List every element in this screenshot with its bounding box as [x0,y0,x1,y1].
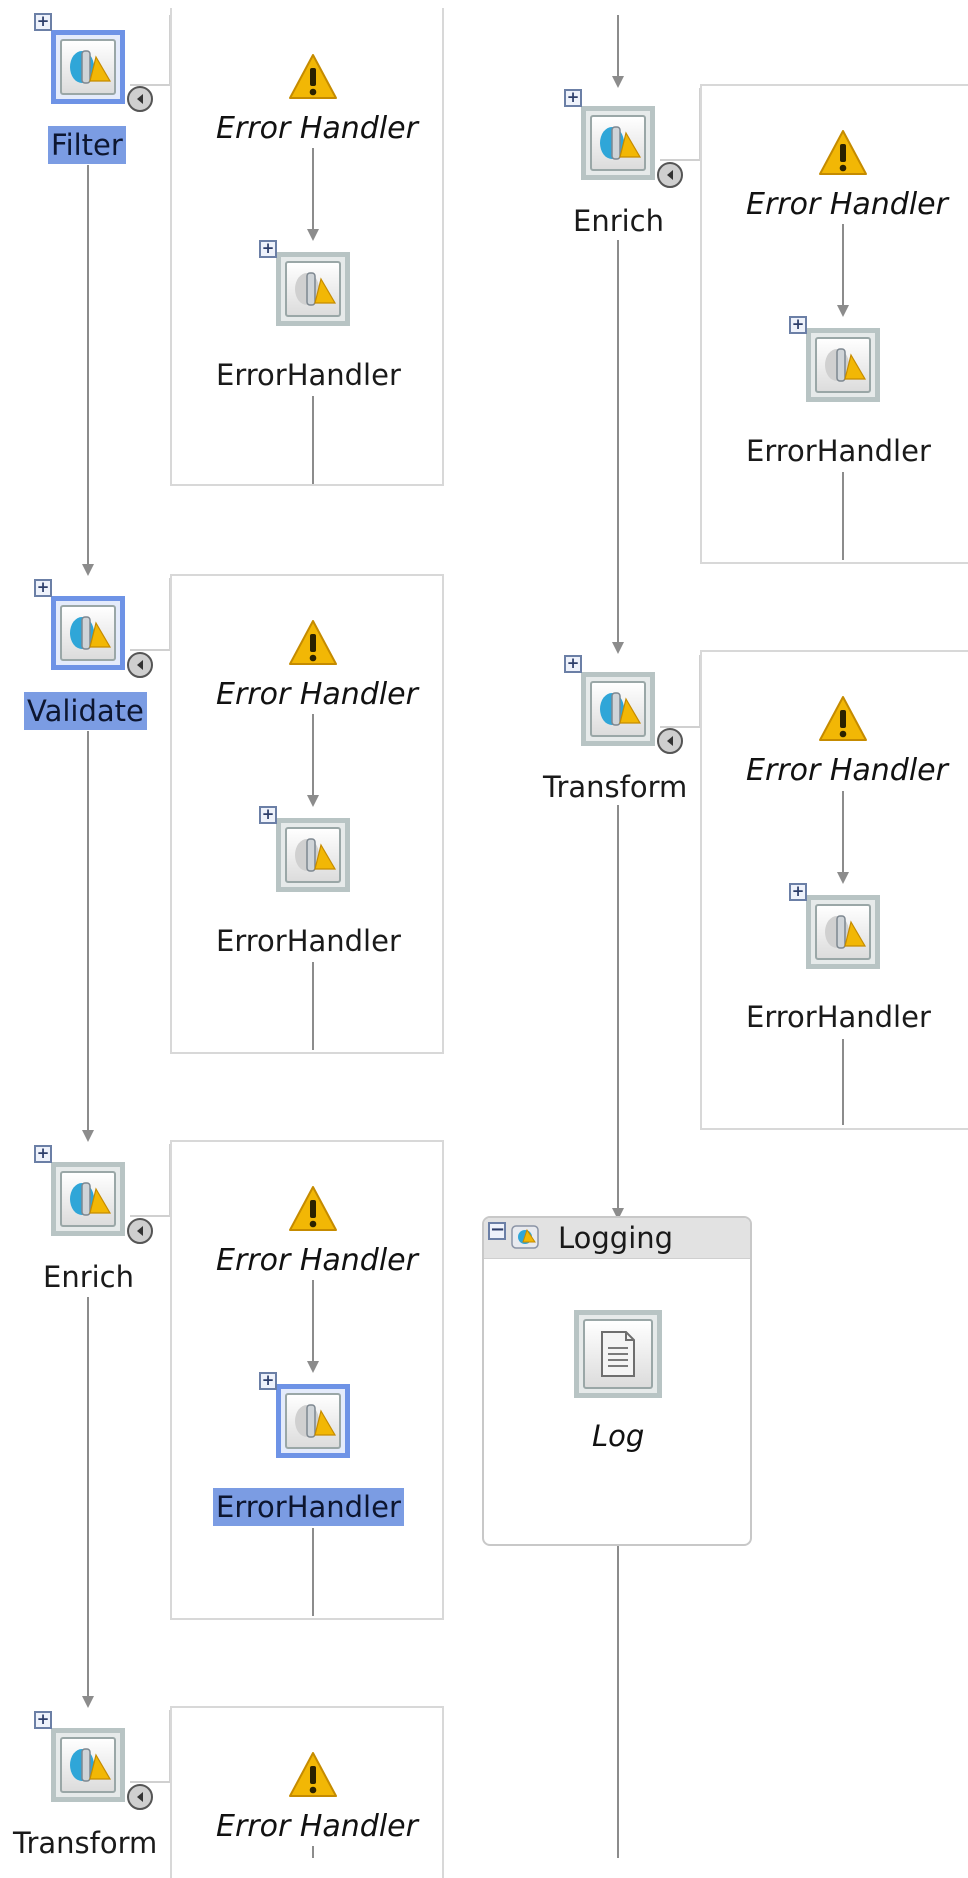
filter-activity[interactable] [51,30,125,104]
enrich-activity[interactable] [581,106,655,180]
enrich-label[interactable]: Enrich [43,1260,135,1294]
collapse-icon[interactable]: − [488,1219,506,1240]
enrich-label[interactable]: Enrich [573,204,665,238]
activity-icon [600,126,642,160]
warning-icon [289,620,337,665]
expand-icon[interactable]: + [34,1711,52,1729]
eh-link [130,578,171,651]
error-handler-container [700,84,968,564]
collapse-arrow-icon[interactable] [657,728,683,754]
expand-icon[interactable]: + [259,806,277,824]
expand-icon[interactable]: + [789,316,807,334]
error-handler-label[interactable]: ErrorHandler [216,924,401,958]
error-handler-activity[interactable] [276,252,350,326]
error-handler-header: Error Handler [216,677,418,712]
expand-icon[interactable]: + [789,883,807,901]
transform-label[interactable]: Transform [13,1826,158,1860]
activity-icon [295,1404,337,1438]
expand-icon[interactable]: + [564,655,582,673]
enrich-activity[interactable] [51,1162,125,1236]
sequence-icon [511,1225,539,1249]
warning-icon [819,696,867,741]
expand-icon[interactable]: + [34,1145,52,1163]
collapse-arrow-icon[interactable] [127,86,153,112]
error-handler-label[interactable]: ErrorHandler [216,358,401,392]
eh-link [130,1144,171,1217]
error-handler-activity[interactable] [276,1384,350,1458]
eh-link [660,88,701,161]
activity-icon [825,348,867,382]
collapse-arrow-icon[interactable] [127,652,153,678]
activity-icon [70,50,112,84]
error-handler-activity[interactable] [806,895,880,969]
error-handler-label[interactable]: ErrorHandler [746,1000,931,1034]
validate-label[interactable]: Validate [24,692,147,730]
expand-icon[interactable]: + [259,240,277,258]
error-handler-label[interactable]: ErrorHandler [746,434,931,468]
logging-title: Logging [558,1221,674,1255]
activity-icon [825,915,867,949]
error-handler-container [170,574,444,1054]
error-handler-container [700,650,968,1130]
error-handler-header: Error Handler [216,111,418,146]
transform-label[interactable]: Transform [543,770,688,804]
activity-icon [295,838,337,872]
log-label[interactable]: Log [592,1419,645,1453]
error-handler-header: Error Handler [746,187,948,222]
error-handler-header: Error Handler [746,753,948,788]
log-activity[interactable] [574,1310,662,1398]
warning-icon [289,1186,337,1231]
error-handler-header: Error Handler [216,1809,418,1844]
activity-icon [600,692,642,726]
activity-icon [70,616,112,650]
error-handler-container [170,1140,444,1620]
eh-link [660,655,701,728]
document-icon [601,1331,635,1377]
error-handler-activity[interactable] [276,818,350,892]
transform-activity[interactable] [581,672,655,746]
transform-activity[interactable] [51,1728,125,1802]
expand-icon[interactable]: + [259,1372,277,1390]
collapse-arrow-icon[interactable] [127,1784,153,1810]
collapse-arrow-icon[interactable] [657,162,683,188]
error-handler-container [170,8,444,486]
expand-icon[interactable]: + [34,579,52,597]
error-handler-activity[interactable] [806,328,880,402]
warning-icon [289,54,337,99]
activity-icon [70,1182,112,1216]
error-handler-label[interactable]: ErrorHandler [213,1488,404,1526]
expand-icon[interactable]: + [34,13,52,31]
expand-icon[interactable]: + [564,89,582,107]
activity-icon [70,1748,112,1782]
validate-activity[interactable] [51,596,125,670]
eh-link [130,15,171,86]
eh-link [130,1710,171,1783]
error-handler-container [170,1706,444,1878]
logging-header[interactable]: − Logging [484,1218,750,1259]
warning-icon [289,1752,337,1797]
collapse-arrow-icon[interactable] [127,1218,153,1244]
activity-icon [295,272,337,306]
filter-label[interactable]: Filter [48,126,126,164]
error-handler-header: Error Handler [216,1243,418,1278]
warning-icon [819,130,867,175]
